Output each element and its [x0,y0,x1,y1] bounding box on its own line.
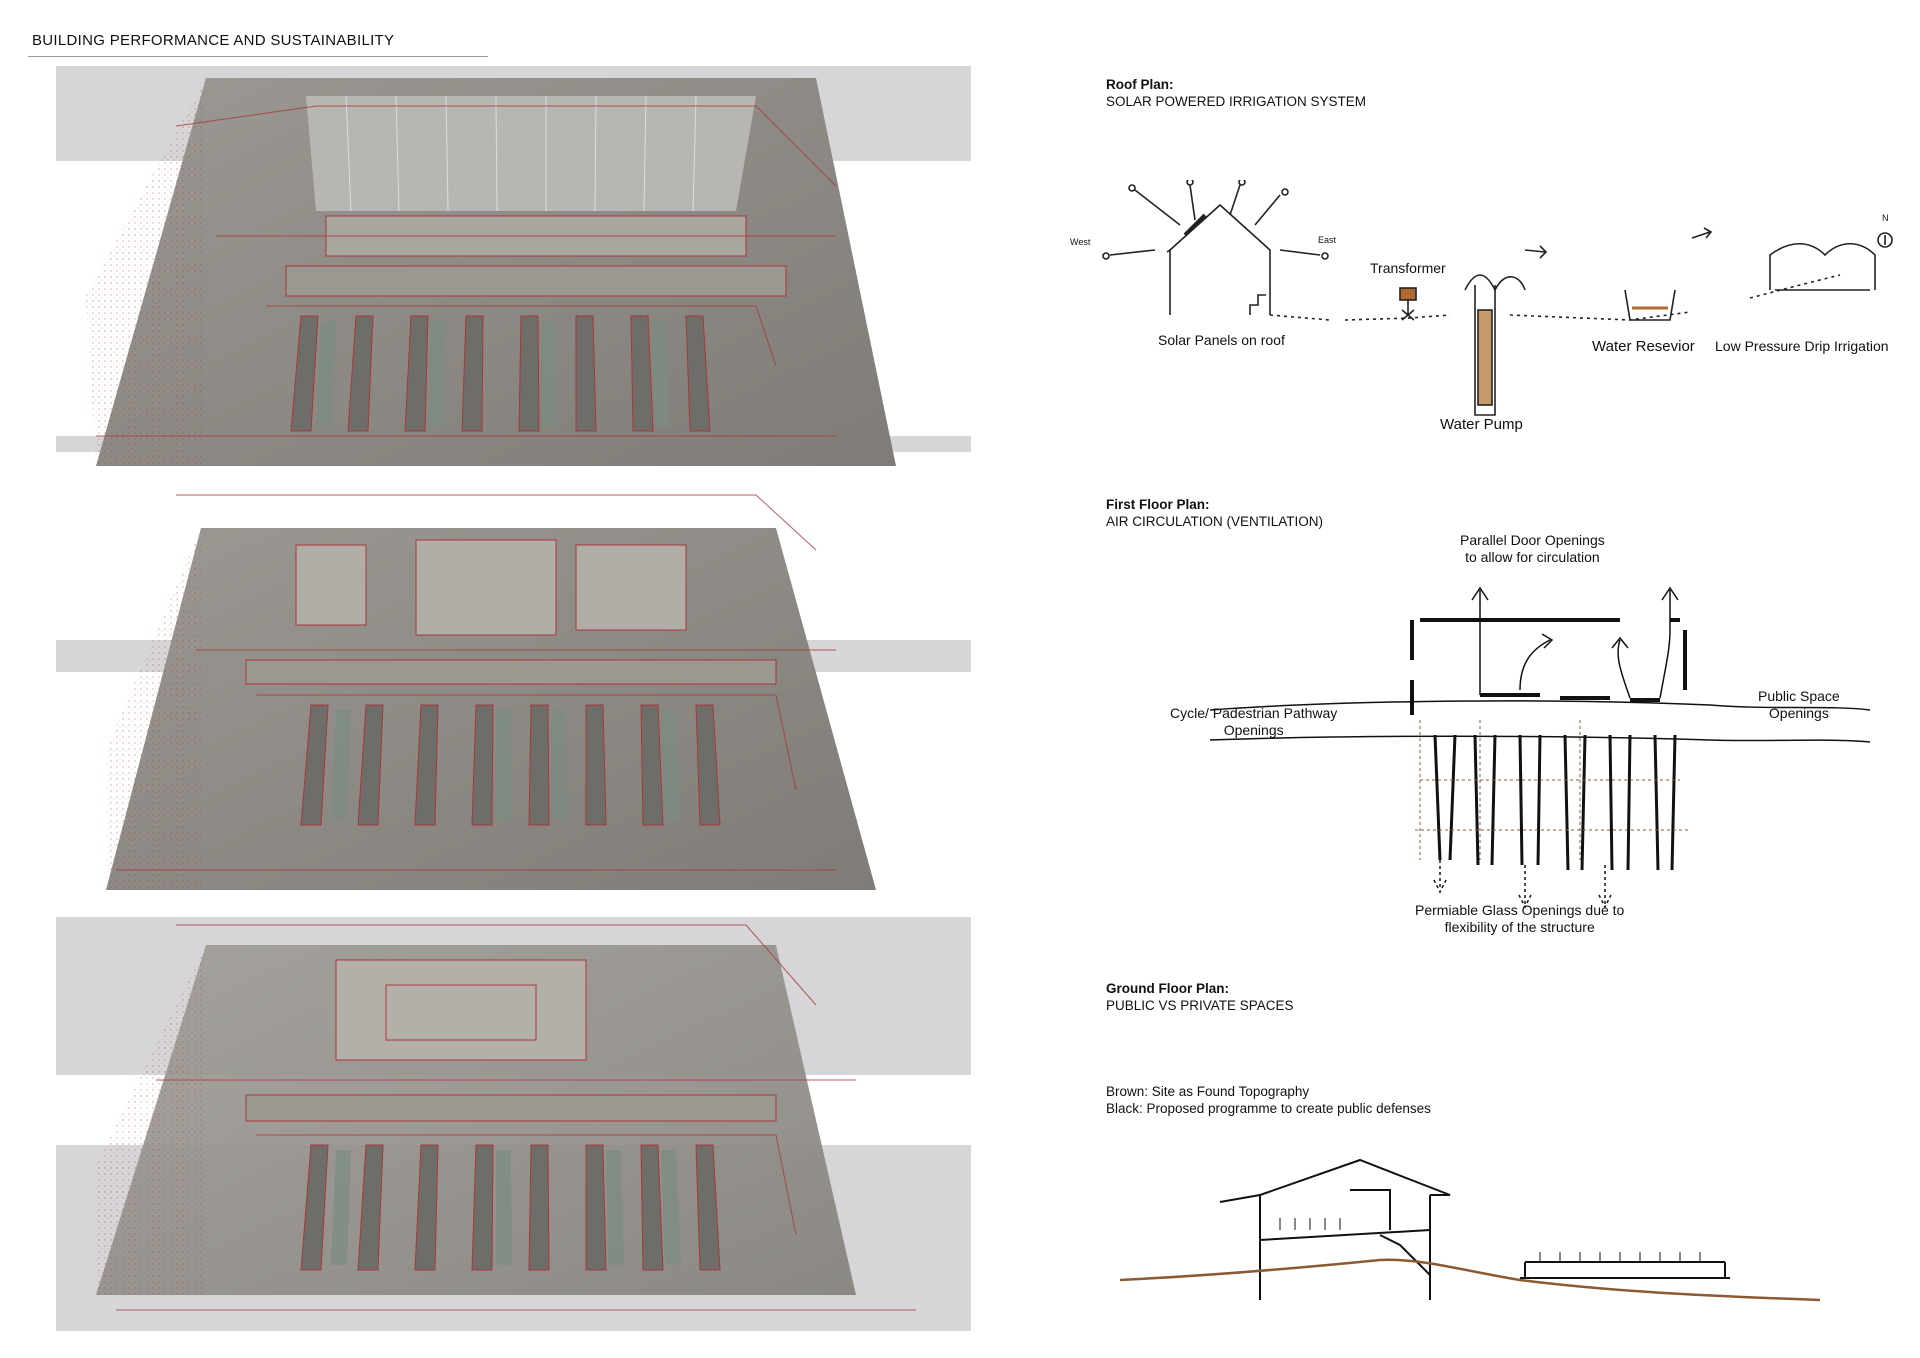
first-floor-title: First Floor Plan: [1106,497,1210,512]
label-west: West [1070,237,1091,247]
label-public-space-openings: Public Space Openings [1758,688,1840,721]
title-underline [28,56,488,57]
roof-plan-heading: Roof Plan: SOLAR POWERED IRRIGATION SYST… [1106,76,1366,110]
first-floor-model-photo [56,490,976,900]
label-transformer: Transformer [1370,260,1446,276]
ground-floor-subtitle: PUBLIC VS PRIVATE SPACES [1106,998,1294,1013]
public-private-section-diagram [1119,1150,1840,1310]
label-parallel-door-openings: Parallel Door Openings to allow for circ… [1460,532,1605,565]
first-floor-heading: First Floor Plan: AIR CIRCULATION (VENTI… [1106,496,1323,530]
label-cycle-pathway-openings: Cycle/ Padestrian Pathway Openings [1170,705,1338,738]
label-solar-panels: Solar Panels on roof [1158,332,1285,348]
ground-floor-legend: Brown: Site as Found Topography Black: P… [1106,1083,1431,1117]
ventilation-diagram: Parallel Door Openings to allow for circ… [1150,530,1910,950]
solar-irrigation-diagram: West East Transformer Solar Panels on ro… [1070,178,1910,440]
label-north: N [1882,213,1889,223]
label-east: East [1318,235,1337,245]
roof-model-photo [56,66,976,486]
legend-brown: Brown: Site as Found Topography [1106,1084,1310,1099]
roof-plan-title: Roof Plan: [1106,77,1174,92]
ground-floor-model-photo [56,915,976,1335]
page-title: BUILDING PERFORMANCE AND SUSTAINABILITY [32,32,395,49]
roof-plan-subtitle: SOLAR POWERED IRRIGATION SYSTEM [1106,94,1367,109]
label-permiable-glass-openings: Permiable Glass Openings due to flexibil… [1415,902,1625,935]
first-floor-subtitle: AIR CIRCULATION (VENTILATION) [1106,514,1324,529]
label-drip-irrigation: Low Pressure Drip Irrigation [1715,338,1889,354]
legend-black: Black: Proposed programme to create publ… [1106,1101,1431,1116]
ground-floor-heading: Ground Floor Plan: PUBLIC VS PRIVATE SPA… [1106,980,1294,1014]
label-water-pump: Water Pump [1440,416,1523,433]
label-water-reservoir: Water Resevior [1592,338,1695,355]
ground-floor-title: Ground Floor Plan: [1106,981,1229,996]
